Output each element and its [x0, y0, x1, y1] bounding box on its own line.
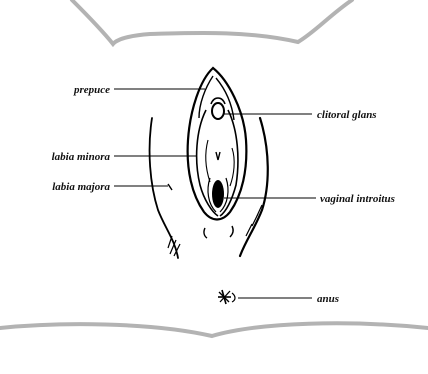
upper-body-contour	[72, 0, 352, 44]
labia-majora-left-mark	[168, 184, 172, 190]
labia-minora-right-fold	[230, 148, 234, 186]
urethral-opening	[216, 152, 220, 160]
anus-shape	[218, 290, 235, 304]
label-clitoral-glans: clitoral glans	[317, 109, 377, 121]
label-vaginal-introitus: vaginal introitus	[320, 193, 395, 205]
lower-body-contour	[0, 323, 428, 336]
label-labia-minora: labia minora	[52, 151, 111, 163]
label-anus: anus	[317, 293, 339, 305]
labia-majora-right-outline	[240, 118, 268, 256]
labia-majora-left-hatching	[168, 236, 180, 256]
clitoral-glans-shape	[212, 103, 224, 119]
perineum-mark-right	[230, 226, 233, 237]
perineum-mark-left	[204, 228, 207, 238]
labia-majora-right-hatching	[246, 205, 262, 236]
label-prepuce: prepuce	[73, 84, 110, 96]
label-labia-majora: labia majora	[52, 181, 110, 193]
labia-minora-left-fold	[206, 140, 210, 182]
labia-majora-left-outline	[150, 118, 178, 258]
vaginal-introitus-shape	[212, 180, 224, 208]
